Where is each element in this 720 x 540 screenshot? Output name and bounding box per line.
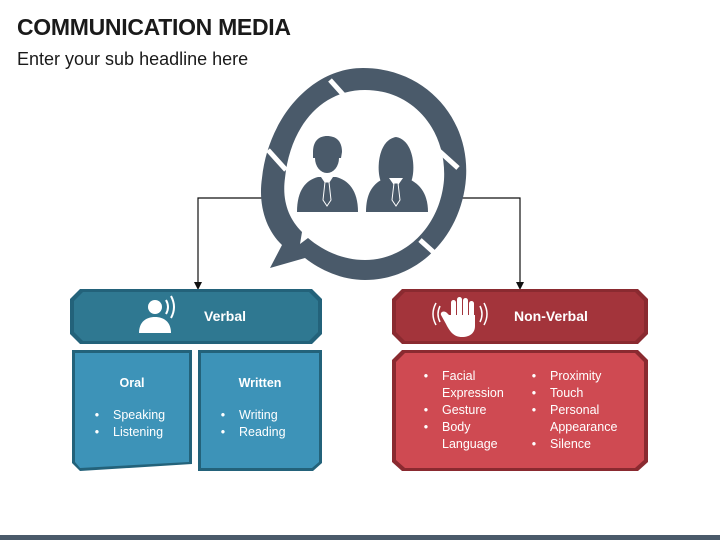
nonverbal-left-column: Facial Expression Gesture Body Language xyxy=(420,368,520,453)
written-title: Written xyxy=(238,376,282,390)
raised-hand-icon xyxy=(432,297,488,337)
list-item: Writing xyxy=(217,407,319,424)
nonverbal-right-column: Proximity Touch Personal Appearance Sile… xyxy=(528,368,628,453)
nonverbal-label: Non-Verbal xyxy=(514,308,588,324)
list-item: Gesture xyxy=(420,402,520,419)
connector-to-verbal xyxy=(197,197,268,284)
list-item: Facial Expression xyxy=(420,368,520,402)
businessman-icon xyxy=(297,136,358,212)
list-item: Silence xyxy=(528,436,628,453)
speaking-person-icon xyxy=(139,295,175,333)
footer-bar xyxy=(0,535,720,540)
connectors xyxy=(197,197,521,284)
list-item: Listening xyxy=(91,424,189,441)
speech-bubble-ring xyxy=(260,68,467,280)
list-item: Proximity xyxy=(528,368,628,385)
list-item: Touch xyxy=(528,385,628,402)
list-item: Personal Appearance xyxy=(528,402,628,436)
written-list: Writing Reading xyxy=(201,407,319,441)
nonverbal-right-list: Proximity Touch Personal Appearance Sile… xyxy=(528,368,628,453)
nonverbal-left-list: Facial Expression Gesture Body Language xyxy=(420,368,520,453)
oral-title: Oral xyxy=(119,376,145,390)
list-item: Speaking xyxy=(91,407,189,424)
list-item: Body Language xyxy=(420,419,520,453)
speech-bubble-with-people-icon xyxy=(260,68,467,280)
page-subtitle: Enter your sub headline here xyxy=(17,49,249,69)
verbal-header xyxy=(70,289,322,344)
oral-column: Oral Speaking Listening xyxy=(75,376,189,441)
written-column: Written Writing Reading xyxy=(201,376,319,441)
verbal-label: Verbal xyxy=(204,308,247,324)
arrowhead-nonverbal xyxy=(516,282,524,290)
connector-to-nonverbal xyxy=(462,197,521,284)
list-item: Reading xyxy=(217,424,319,441)
page-title: COMMUNICATION MEDIA xyxy=(17,14,291,40)
oral-list: Speaking Listening xyxy=(75,407,189,441)
arrowhead-verbal xyxy=(194,282,202,290)
businesswoman-icon xyxy=(366,137,428,212)
